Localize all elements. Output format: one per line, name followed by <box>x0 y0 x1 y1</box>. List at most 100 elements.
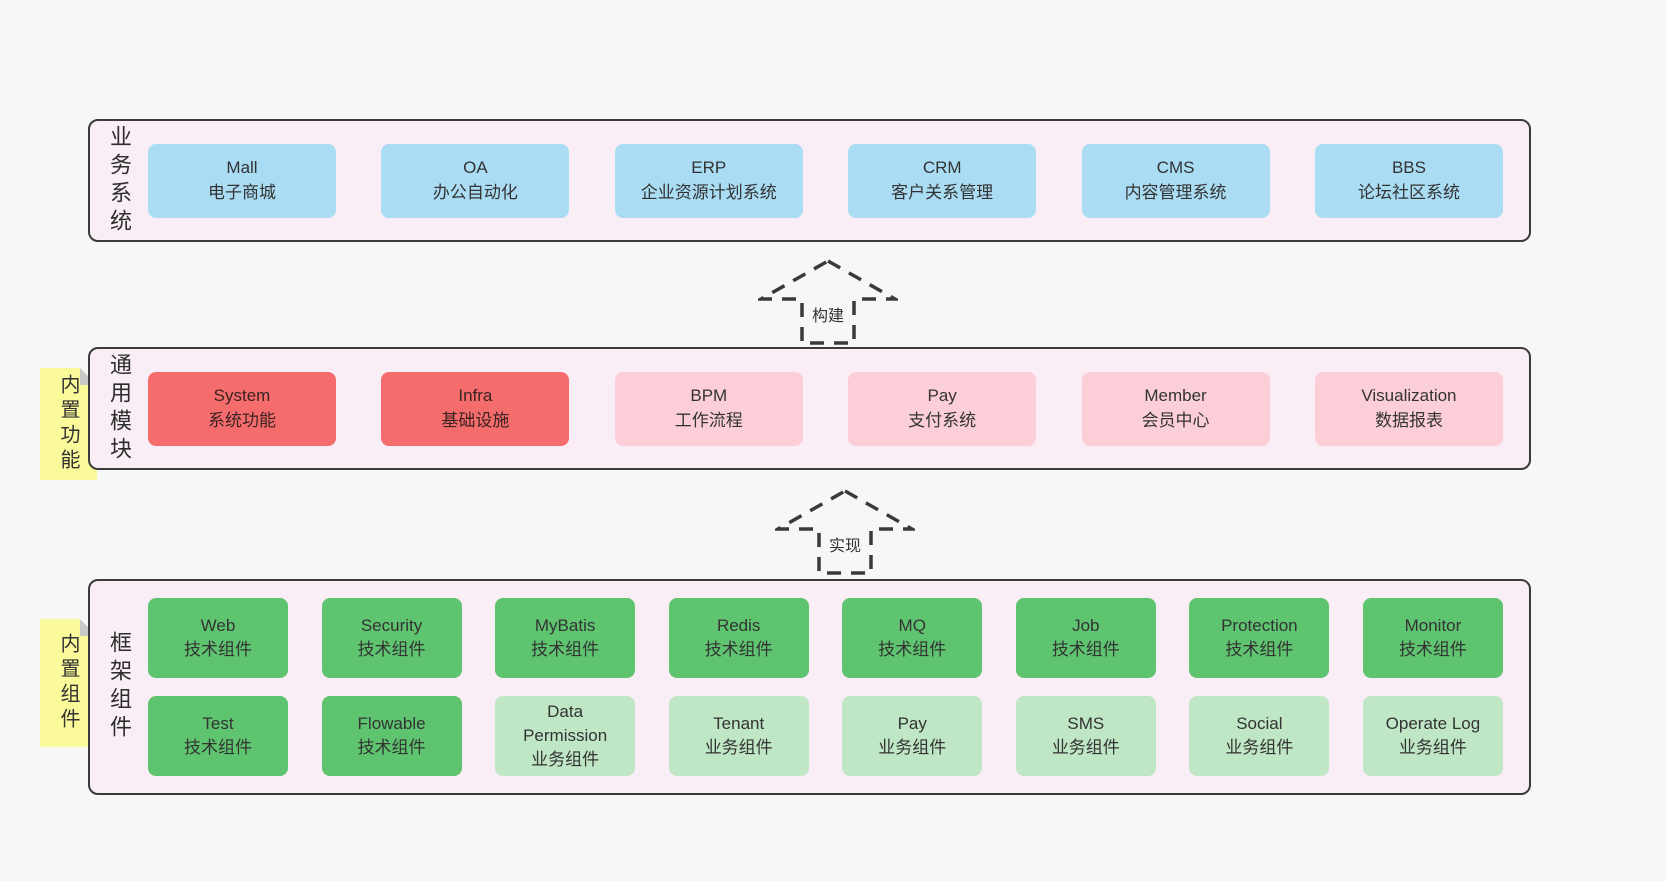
box-title: Test <box>202 713 234 733</box>
framework-row-1: Web 技术组件 Security 技术组件 MyBatis 技术组件 Redi… <box>148 598 1503 678</box>
box-title: Pay <box>927 386 957 406</box>
box-title: Job <box>1072 615 1100 635</box>
box-subtitle: 客户关系管理 <box>891 182 994 202</box>
section-common-modules: 通用模块 System 系统功能 Infra 基础设施 BPM 工作流程 Pay… <box>88 347 1531 470</box>
box-protection: Protection 技术组件 <box>1189 598 1330 678</box>
box-title: OA <box>463 158 488 178</box>
arrow-build: 构建 <box>758 258 898 346</box>
box-title: Security <box>360 615 423 635</box>
box-data-permission: Data Permission 业务组件 <box>495 696 636 776</box>
box-subtitle: 技术组件 <box>184 738 252 757</box>
note-text: 内置组件 <box>57 633 79 733</box>
box-subtitle: 技术组件 <box>1051 640 1120 659</box>
arrow-implement-label: 实现 <box>825 531 865 557</box>
section-business-systems: 业务系统 Mall 电子商城 OA 办公自动化 ERP 企业资源计划系统 CRM… <box>88 119 1531 242</box>
module-boxes: System 系统功能 Infra 基础设施 BPM 工作流程 Pay 支付系统… <box>148 349 1529 468</box>
box-member: Member 会员中心 <box>1081 371 1270 446</box>
box-title: Monitor <box>1404 615 1462 635</box>
box-mall: Mall 电子商城 <box>148 143 336 218</box>
box-title: CRM <box>922 158 962 178</box>
box-cms: CMS 内容管理系统 <box>1081 143 1270 218</box>
box-infra: Infra 基础设施 <box>381 371 570 446</box>
box-visualization: Visualization 数据报表 <box>1314 371 1503 446</box>
box-subtitle: 技术组件 <box>878 640 947 659</box>
box-subtitle: 内容管理系统 <box>1124 182 1227 202</box>
box-flowable: Flowable 技术组件 <box>321 696 462 776</box>
box-operate-log: Operate Log 业务组件 <box>1362 696 1503 776</box>
box-title: Operate Log <box>1385 713 1481 733</box>
section-label-modules: 通用模块 <box>107 352 132 465</box>
box-subtitle: 业务组件 <box>1225 738 1294 757</box>
box-pay-component: Pay 业务组件 <box>842 696 983 776</box>
box-security: Security 技术组件 <box>321 598 462 678</box>
framework-row-2: Test 技术组件 Flowable 技术组件 Data Permission … <box>148 696 1503 776</box>
box-subtitle: 技术组件 <box>1225 640 1294 659</box>
box-subtitle: 数据报表 <box>1374 410 1443 430</box>
box-subtitle: 业务组件 <box>704 738 773 757</box>
box-subtitle: 企业资源计划系统 <box>640 182 777 202</box>
section-framework-components: 框架组件 Web 技术组件 Security 技术组件 MyBatis 技术组件… <box>88 579 1531 795</box>
box-subtitle: 基础设施 <box>441 410 510 430</box>
box-social: Social 业务组件 <box>1189 696 1330 776</box>
box-mybatis: MyBatis 技术组件 <box>495 598 636 678</box>
box-oa: OA 办公自动化 <box>381 143 570 218</box>
box-subtitle: 支付系统 <box>908 410 977 430</box>
box-monitor: Monitor 技术组件 <box>1362 598 1503 678</box>
box-subtitle: 办公自动化 <box>432 182 518 202</box>
box-title: BBS <box>1391 158 1426 178</box>
arrow-build-label: 构建 <box>808 301 848 327</box>
box-title: Flowable <box>357 713 426 733</box>
box-redis: Redis 技术组件 <box>668 598 809 678</box>
box-bpm: BPM 工作流程 <box>614 371 803 446</box>
box-title: System <box>213 386 271 406</box>
box-subtitle: 会员中心 <box>1141 410 1210 430</box>
business-boxes: Mall 电子商城 OA 办公自动化 ERP 企业资源计划系统 CRM 客户关系… <box>148 121 1529 240</box>
box-bbs: BBS 论坛社区系统 <box>1314 143 1503 218</box>
box-title: Mall <box>226 158 258 178</box>
box-title: Infra <box>458 386 493 406</box>
box-web: Web 技术组件 <box>148 598 288 678</box>
box-title: Tenant <box>713 713 765 733</box>
box-subtitle: 业务组件 <box>1051 738 1120 757</box>
box-pay-module: Pay 支付系统 <box>848 371 1037 446</box>
box-title: Data Permission <box>523 701 608 745</box>
box-title: BPM <box>690 386 728 406</box>
section-label-business: 业务系统 <box>107 124 132 237</box>
box-title: CMS <box>1156 158 1195 178</box>
box-subtitle: 技术组件 <box>704 640 773 659</box>
box-subtitle: 技术组件 <box>531 640 600 659</box>
note-text: 内置功能 <box>57 374 79 474</box>
box-title: SMS <box>1067 713 1105 733</box>
box-title: MyBatis <box>534 615 596 635</box>
box-tenant: Tenant 业务组件 <box>668 696 809 776</box>
box-job: Job 技术组件 <box>1015 598 1156 678</box>
framework-rows: Web 技术组件 Security 技术组件 MyBatis 技术组件 Redi… <box>148 581 1529 793</box>
box-title: Member <box>1144 386 1207 406</box>
box-title: Web <box>200 615 236 635</box>
box-subtitle: 技术组件 <box>357 738 426 757</box>
box-mq: MQ 技术组件 <box>842 598 983 678</box>
box-subtitle: 业务组件 <box>1398 738 1467 757</box>
box-title: Redis <box>716 615 761 635</box>
box-subtitle: 工作流程 <box>674 410 743 430</box>
box-title: Social <box>1236 713 1283 733</box>
box-title: Visualization <box>1361 386 1457 406</box>
box-subtitle: 技术组件 <box>184 640 252 659</box>
box-title: Protection <box>1221 615 1298 635</box>
section-label-framework: 框架组件 <box>107 631 132 743</box>
box-erp: ERP 企业资源计划系统 <box>614 143 803 218</box>
box-subtitle: 业务组件 <box>531 750 600 770</box>
box-title: Pay <box>897 713 927 733</box>
box-test: Test 技术组件 <box>148 696 288 776</box>
box-title: MQ <box>898 615 926 635</box>
box-subtitle: 技术组件 <box>357 640 426 659</box>
arrow-implement: 实现 <box>775 488 915 576</box>
box-system: System 系统功能 <box>148 371 336 446</box>
box-title: ERP <box>691 158 727 178</box>
box-subtitle: 业务组件 <box>878 738 947 757</box>
box-subtitle: 技术组件 <box>1398 640 1467 659</box>
box-sms: SMS 业务组件 <box>1015 696 1156 776</box>
note-built-in-features: 内置功能 <box>40 368 97 480</box>
box-subtitle: 系统功能 <box>208 410 276 430</box>
